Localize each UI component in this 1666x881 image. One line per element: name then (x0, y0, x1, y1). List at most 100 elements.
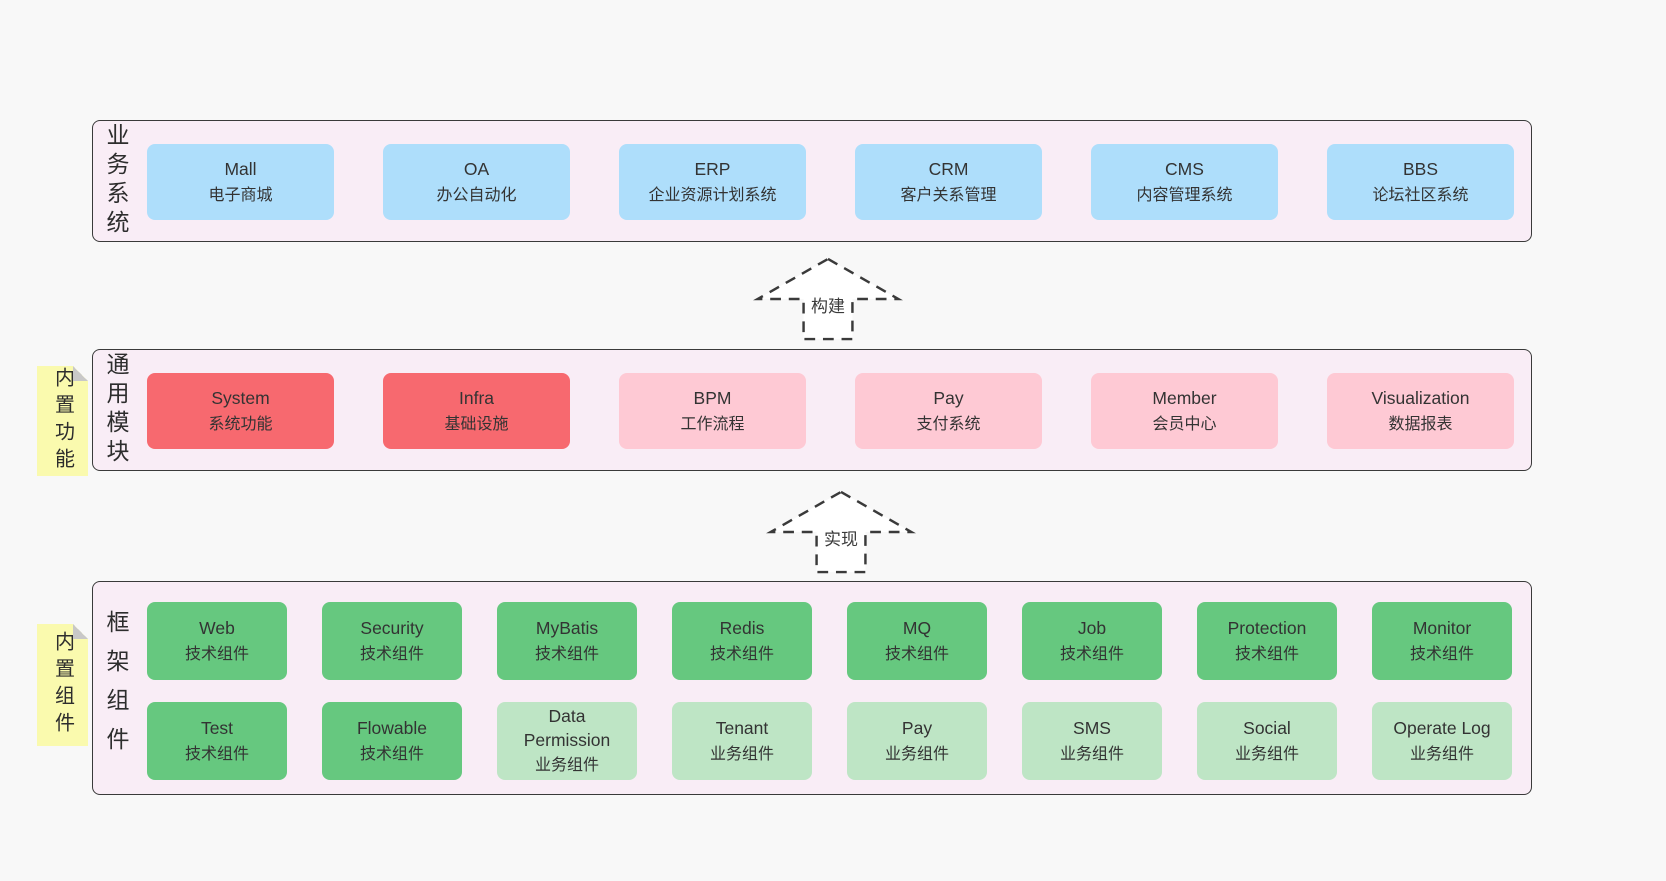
box-visualization: Visualization 数据报表 (1327, 373, 1514, 449)
box-subtitle: 业务组件 (1234, 745, 1299, 763)
box-subtitle: 技术组件 (359, 645, 424, 663)
build-arrow: 构建 (753, 256, 903, 342)
box-title: Visualization (1371, 387, 1470, 408)
box-title: Mall (224, 158, 257, 179)
box-title: Operate Log (1393, 717, 1491, 738)
box-monitor: Monitor 技术组件 (1372, 602, 1512, 680)
box-title: ERP (694, 158, 731, 179)
panel-business-systems: 业务系统 Mall 电子商城 OA 办公自动化 ERP 企业资源计划系统 CRM… (92, 120, 1532, 242)
box-subtitle: 技术组件 (1059, 645, 1124, 663)
box-title: System (211, 387, 270, 408)
box-subtitle: 技术组件 (534, 645, 599, 663)
box-sms: SMS 业务组件 (1022, 702, 1162, 780)
folded-corner-icon (73, 366, 88, 381)
box-pay: Pay 支付系统 (855, 373, 1042, 449)
box-title: Web (199, 617, 235, 638)
box-operate-log: Operate Log 业务组件 (1372, 702, 1512, 780)
box-title: MQ (902, 617, 932, 638)
box-crm: CRM 客户关系管理 (855, 144, 1042, 220)
box-subtitle: 业务组件 (534, 757, 599, 775)
box-system: System 系统功能 (147, 373, 334, 449)
box-protection: Protection 技术组件 (1197, 602, 1337, 680)
box-subtitle: 业务组件 (709, 745, 774, 763)
box-test: Test 技术组件 (147, 702, 287, 780)
box-title: Tenant (715, 717, 769, 738)
box-subtitle: 内容管理系统 (1136, 186, 1233, 204)
box-job: Job 技术组件 (1022, 602, 1162, 680)
box-subtitle: 工作流程 (680, 415, 745, 433)
box-title: Monitor (1412, 617, 1472, 638)
box-title: Member (1152, 387, 1217, 408)
box-mybatis: MyBatis 技术组件 (497, 602, 637, 680)
box-title: Social (1243, 717, 1291, 738)
box-subtitle: 电子商城 (208, 186, 273, 204)
box-title: OA (463, 158, 490, 179)
box-web: Web 技术组件 (147, 602, 287, 680)
box-mall: Mall 电子商城 (147, 144, 334, 220)
framework-boxes-row-2: Test 技术组件 Flowable 技术组件 Data Permission … (147, 702, 1512, 780)
box-title: Pay (933, 387, 964, 408)
build-arrow-label: 构建 (808, 292, 848, 317)
box-subtitle: 会员中心 (1152, 415, 1217, 433)
box-title: CMS (1165, 158, 1204, 179)
box-tenant: Tenant 业务组件 (672, 702, 812, 780)
box-infra: Infra 基础设施 (383, 373, 570, 449)
box-subtitle: 数据报表 (1388, 415, 1453, 433)
builtin-features-note-label: 内置功能 (51, 367, 74, 475)
panel-common-modules: 通用模块 System 系统功能 Infra 基础设施 BPM 工作流程 Pay… (92, 349, 1532, 471)
box-title: Pay (901, 717, 933, 738)
box-title: Infra (458, 387, 495, 408)
box-title: Flowable (356, 717, 428, 738)
box-security: Security 技术组件 (322, 602, 462, 680)
builtin-components-note: 内置组件 (37, 624, 88, 746)
box-title: Test (200, 717, 234, 738)
business-boxes-row: Mall 电子商城 OA 办公自动化 ERP 企业资源计划系统 CRM 客户关系… (147, 144, 1514, 220)
box-subtitle: 企业资源计划系统 (648, 186, 777, 204)
box-subtitle: 技术组件 (184, 745, 249, 763)
implement-arrow-label: 实现 (821, 525, 861, 550)
box-title: BPM (693, 387, 732, 408)
box-title: Data Permission (523, 706, 611, 750)
box-bpm: BPM 工作流程 (619, 373, 806, 449)
box-subtitle: 支付系统 (916, 415, 981, 433)
box-redis: Redis 技术组件 (672, 602, 812, 680)
box-mq: MQ 技术组件 (847, 602, 987, 680)
box-title: BBS (1402, 158, 1439, 179)
box-subtitle: 基础设施 (444, 415, 509, 433)
box-flowable: Flowable 技术组件 (322, 702, 462, 780)
box-title: SMS (1073, 717, 1111, 738)
box-subtitle: 系统功能 (208, 415, 273, 433)
implement-arrow: 实现 (766, 489, 916, 575)
box-title: Security (360, 617, 424, 638)
box-subtitle: 业务组件 (884, 745, 949, 763)
box-title: Job (1077, 617, 1107, 638)
box-subtitle: 技术组件 (359, 745, 424, 763)
box-cms: CMS 内容管理系统 (1091, 144, 1278, 220)
box-member: Member 会员中心 (1091, 373, 1278, 449)
box-title: Protection (1227, 617, 1307, 638)
panel-business-side-label: 业务系统 (103, 123, 129, 239)
modules-boxes-row: System 系统功能 Infra 基础设施 BPM 工作流程 Pay 支付系统… (147, 373, 1514, 449)
builtin-features-note: 内置功能 (37, 366, 88, 476)
box-title: Redis (719, 617, 765, 638)
box-subtitle: 业务组件 (1409, 745, 1474, 763)
folded-corner-icon (73, 624, 88, 639)
box-pay-component: Pay 业务组件 (847, 702, 987, 780)
framework-boxes-row-1: Web 技术组件 Security 技术组件 MyBatis 技术组件 Redi… (147, 602, 1512, 680)
box-subtitle: 客户关系管理 (900, 186, 997, 204)
box-title: MyBatis (535, 617, 599, 638)
box-subtitle: 办公自动化 (436, 186, 517, 204)
panel-framework-components: 框架组件 Web 技术组件 Security 技术组件 MyBatis 技术组件… (92, 581, 1532, 795)
box-social: Social 业务组件 (1197, 702, 1337, 780)
box-subtitle: 论坛社区系统 (1372, 186, 1469, 204)
box-subtitle: 技术组件 (1234, 645, 1299, 663)
box-subtitle: 技术组件 (709, 645, 774, 663)
box-subtitle: 技术组件 (884, 645, 949, 663)
panel-framework-side-label: 框架组件 (103, 610, 129, 766)
box-subtitle: 业务组件 (1059, 745, 1124, 763)
box-subtitle: 技术组件 (184, 645, 249, 663)
box-data-permission: Data Permission 业务组件 (497, 702, 637, 780)
box-oa: OA 办公自动化 (383, 144, 570, 220)
box-erp: ERP 企业资源计划系统 (619, 144, 806, 220)
